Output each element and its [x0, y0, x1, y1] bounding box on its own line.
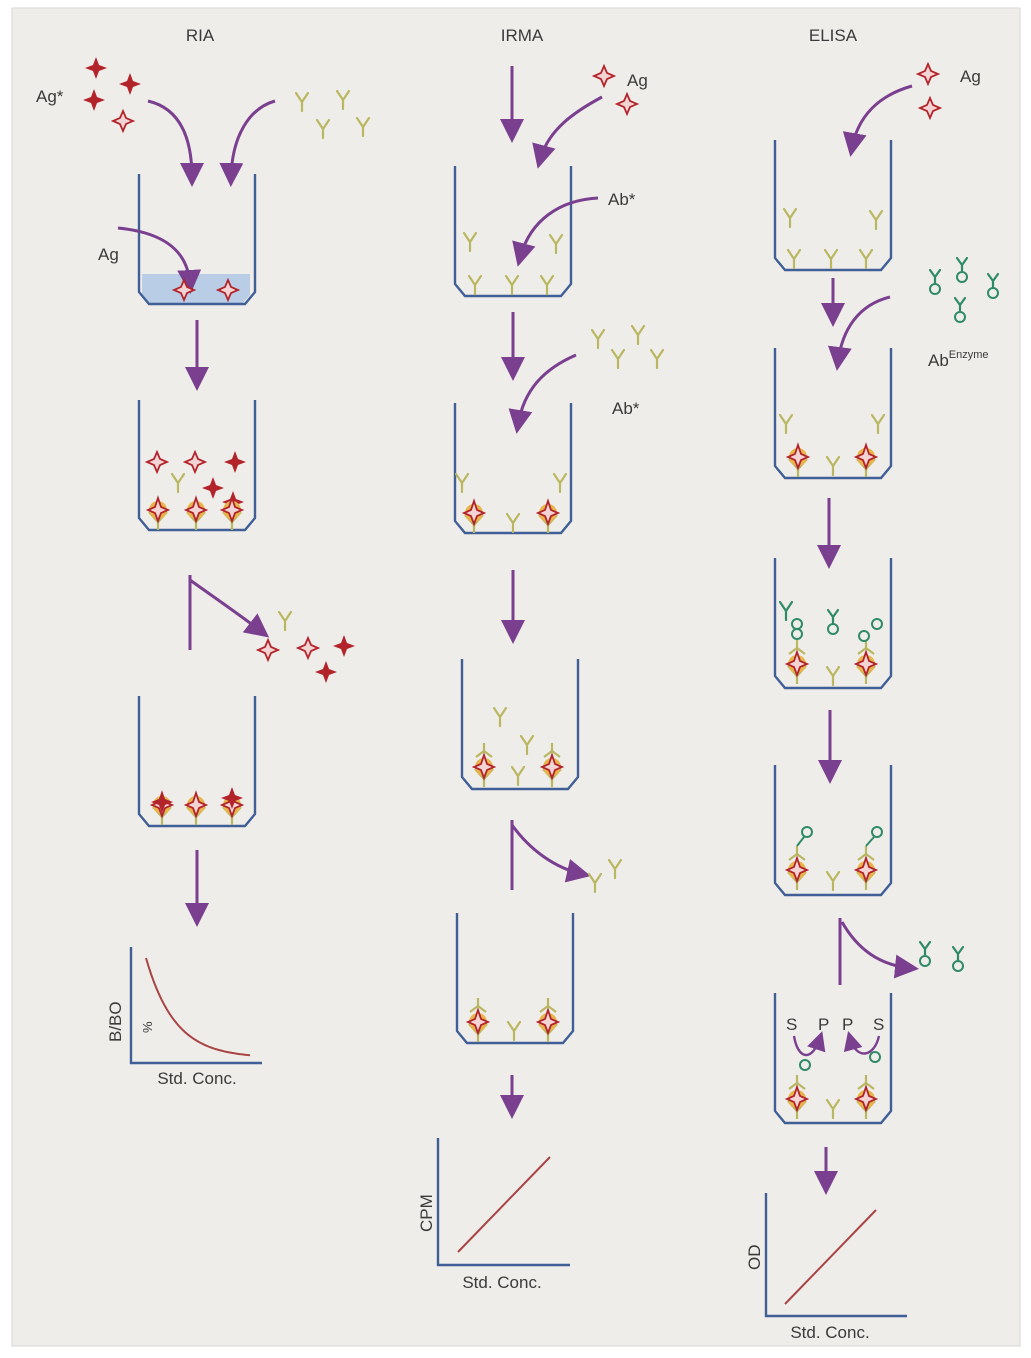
irma-arrow-ag [532, 95, 603, 169]
elisa-chart-ylabel: OD [745, 1245, 764, 1271]
irma-chart-ylabel: CPM [417, 1194, 436, 1232]
elisa-arrow-ag [842, 84, 913, 157]
ria-arrow-in-left [147, 99, 204, 187]
diagram-background [11, 7, 1021, 1347]
elisa-chart-line [784, 1209, 877, 1305]
ria-arrow-ag [117, 226, 202, 294]
irma-label-ab-star-2: Ab* [612, 399, 640, 418]
irma-chart-line [457, 1156, 551, 1253]
column-title-irma: IRMA [501, 26, 544, 45]
elisa-label-ab-base: Ab [928, 351, 949, 370]
irma-column: Ag Ab* Ab* [417, 65, 665, 1292]
elisa-product-2: P [842, 1015, 853, 1034]
ria-label-ag: Ag [98, 245, 119, 264]
elisa-chart-xlabel: Std. Conc. [790, 1323, 869, 1342]
ria-chart-curve [145, 957, 251, 1057]
irma-chart: CPM Std. Conc. [417, 1138, 570, 1292]
ria-column: Ag* Ag [36, 57, 371, 1088]
elisa-substrate-1: S [786, 1015, 797, 1034]
elisa-chart: OD Std. Conc. [745, 1193, 907, 1342]
elisa-product-1: P [818, 1015, 829, 1034]
elisa-reaction-arrow-2 [843, 1031, 881, 1055]
ria-label-ag-star: Ag* [36, 87, 64, 106]
elisa-arrow-wash [838, 918, 910, 985]
irma-chart-axes [436, 1138, 570, 1267]
column-title-ria: RIA [186, 26, 215, 45]
column-title-elisa: ELISA [809, 26, 858, 45]
ria-chart-xlabel: Std. Conc. [157, 1069, 236, 1088]
elisa-arrow-ab [827, 295, 891, 371]
elisa-label-ag: Ag [960, 67, 981, 86]
irma-arrow-wash [510, 820, 582, 890]
ria-chart-axes [129, 947, 262, 1065]
elisa-label-ab: AbEnzyme [928, 349, 989, 370]
irma-arrow-ab-1 [512, 196, 599, 267]
elisa-label-ab-sup: Enzyme [949, 349, 989, 361]
elisa-column: Ag AbEnzyme [745, 63, 1000, 1342]
ria-chart-yunit: % [140, 1021, 155, 1033]
ria-chart-ylabel: B/BO [106, 1001, 125, 1042]
ria-chart: B/BO % Std. Conc. [106, 947, 262, 1088]
irma-label-ab-star-1: Ab* [608, 190, 636, 209]
elisa-reaction-arrow-1 [792, 1031, 826, 1057]
irma-arrow-ab-2 [508, 353, 577, 434]
ria-arrow-in-right [219, 99, 276, 187]
elisa-chart-axes [764, 1193, 907, 1318]
ria-arrow-wash [188, 575, 262, 650]
irma-label-ag: Ag [627, 71, 648, 90]
irma-chart-xlabel: Std. Conc. [462, 1273, 541, 1292]
elisa-substrate-2: S [873, 1015, 884, 1034]
